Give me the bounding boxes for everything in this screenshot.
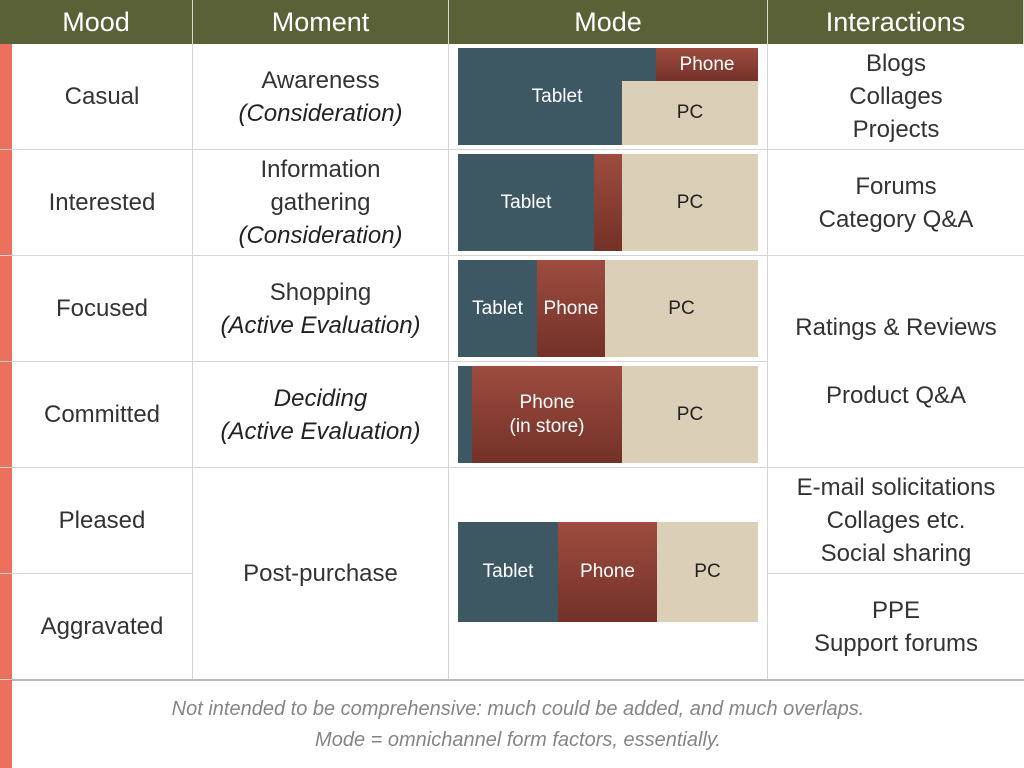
moment-stage: (Active Evaluation) [220,311,421,339]
interaction-item: Forums [855,172,937,200]
mode-segment-phone: Phone [537,260,605,357]
mode-cell-focused: Tablet Phone PC [449,256,768,362]
mode-segment-pc: PC [622,81,758,145]
mode-segment-tablet: Tablet [458,260,537,357]
header-interactions: Interactions [768,0,1024,44]
mode-bar-casual: Tablet Phone PC [458,48,758,145]
segment-label: Tablet [482,561,534,582]
moment-information-gathering: Information gathering (Consideration) [193,150,449,256]
interaction-item: Collages [849,83,943,110]
segment-label: PC [676,403,704,425]
mode-segment-pc: PC [622,366,758,463]
interactions-aggravated: PPE Support forums [768,574,1024,680]
moment-title: Deciding [273,384,368,412]
moment-title: Post-purchase [243,560,398,587]
footer-divider [12,679,1024,681]
footer-note-1: Not intended to be comprehensive: much c… [171,697,865,720]
interaction-item: Category Q&A [818,205,974,233]
mood-moment-table: Mood Moment Mode Interactions Casual Int… [0,0,1024,680]
moment-title: Awareness [261,66,380,94]
moment-awareness: Awareness (Consideration) [193,44,449,150]
mode-cell-interested: Tablet PC [449,150,768,256]
interaction-item: PPE [871,596,921,624]
interaction-item: Projects [852,116,940,143]
segment-label: Phone [580,561,635,582]
interaction-item: Social sharing [820,540,972,567]
moment-title-cont: gathering [270,189,371,216]
mood-casual: Casual [0,44,193,150]
mood-pleased: Pleased [0,468,193,574]
interaction-item: Product Q&A [825,382,967,409]
segment-label: Phone [519,391,575,413]
interaction-item: Ratings & Reviews [795,314,997,341]
segment-label: Tablet [472,297,523,319]
segment-label: Phone [679,53,735,75]
mood-interested: Interested [0,150,193,256]
mode-bar-committed: Phone (in store) PC [458,366,758,463]
segment-sublabel: (in store) [509,415,585,437]
interactions-casual: Blogs Collages Projects [768,44,1024,150]
mode-bar-post-purchase: Tablet Phone PC [458,522,758,622]
segment-label: PC [676,102,704,123]
mode-segment-tablet: Tablet [458,522,558,622]
header-mode: Mode [449,0,768,44]
interactions-interested: Forums Category Q&A [768,150,1024,256]
segment-label: Tablet [531,85,583,107]
mode-segment-phone: Phone (in store) [472,366,622,463]
left-accent-bar [0,44,12,768]
footer-note-2: Mode = omnichannel form factors, essenti… [315,728,721,751]
mode-segment-tablet [458,366,472,463]
moment-stage: (Consideration) [238,222,403,249]
mode-segment-pc: PC [622,154,758,251]
mood-committed: Committed [0,362,193,468]
moment-deciding: Deciding (Active Evaluation) [193,362,449,468]
mood-focused: Focused [0,256,193,362]
mode-segment-pc: PC [657,522,758,622]
moment-shopping: Shopping (Active Evaluation) [193,256,449,362]
mode-bar-interested: Tablet PC [458,154,758,251]
mood-aggravated: Aggravated [0,574,193,680]
interaction-item: Support forums [813,629,979,657]
interaction-item: E-mail solicitations [796,474,996,501]
footer-notes: Not intended to be comprehensive: much c… [12,681,1024,768]
mode-bar-focused: Tablet Phone PC [458,260,758,357]
interactions-focused-committed: Ratings & Reviews Product Q&A [768,256,1024,468]
segment-label: PC [668,297,695,319]
interaction-item: Blogs [865,50,927,77]
moment-title: Information [260,156,381,183]
header-mood: Mood [0,0,193,44]
mode-segment-pc: PC [605,260,758,357]
moment-stage: (Active Evaluation) [220,417,421,445]
mode-cell-casual: Tablet Phone PC [449,44,768,150]
mode-cell-post-purchase: Tablet Phone PC [449,468,768,680]
moment-post-purchase: Post-purchase [193,468,449,680]
mode-segment-tablet: Tablet [458,154,594,251]
moment-title: Shopping [269,278,372,306]
mode-cell-committed: Phone (in store) PC [449,362,768,468]
segment-label: PC [694,561,721,582]
interactions-pleased: E-mail solicitations Collages etc. Socia… [768,468,1024,574]
header-moment: Moment [193,0,449,44]
interaction-item: Collages etc. [826,507,966,534]
mode-segment-phone [594,154,622,251]
segment-label: Tablet [500,191,552,213]
segment-label: PC [676,191,704,213]
mode-segment-phone: Phone [656,48,758,81]
moment-stage: (Consideration) [238,99,403,127]
segment-label: Phone [543,297,599,319]
mode-segment-phone: Phone [558,522,657,622]
